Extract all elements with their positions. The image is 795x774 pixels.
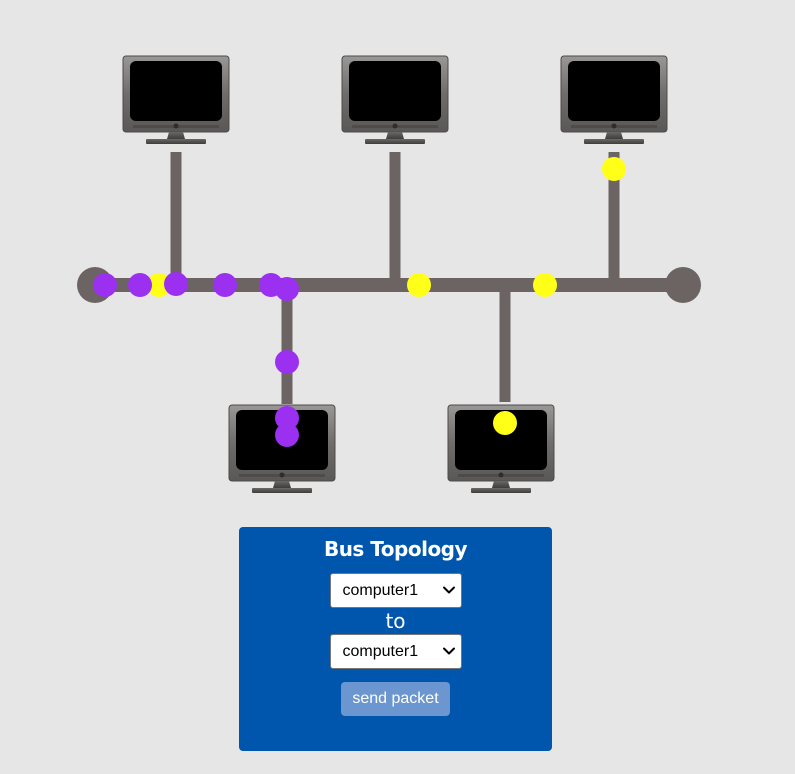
packet-purple	[93, 273, 117, 297]
packet-purple	[213, 273, 237, 297]
packet-purple	[275, 406, 299, 430]
to-computer-select[interactable]: computer1	[329, 634, 462, 669]
from-select-wrap: computer1	[329, 573, 462, 608]
packet-purple	[275, 423, 299, 447]
computer-node	[122, 55, 230, 145]
packet-purple	[128, 273, 152, 297]
monitor-icon	[341, 55, 449, 145]
from-computer-select[interactable]: computer1	[329, 573, 462, 608]
computer-node	[341, 55, 449, 145]
bus-terminator-right	[665, 267, 701, 303]
to-select-wrap: computer1	[329, 634, 462, 669]
packet-purple	[275, 350, 299, 374]
packet-yellow	[407, 273, 431, 297]
packet-yellow	[147, 273, 171, 297]
panel-title: Bus Topology	[323, 537, 468, 561]
packet-yellow	[533, 273, 557, 297]
to-label: to	[385, 609, 406, 633]
computer-node	[560, 55, 668, 145]
packet-yellow	[493, 411, 517, 435]
send-packet-button[interactable]: send packet	[341, 682, 450, 716]
packet-purple	[275, 277, 299, 301]
packets	[93, 157, 626, 447]
packet-purple	[164, 272, 188, 296]
control-panel: Bus Topology computer1 to computer1 send…	[239, 527, 552, 751]
network-diagram	[77, 55, 701, 494]
packet-yellow	[602, 157, 626, 181]
monitor-icon	[560, 55, 668, 145]
monitor-icon	[122, 55, 230, 145]
